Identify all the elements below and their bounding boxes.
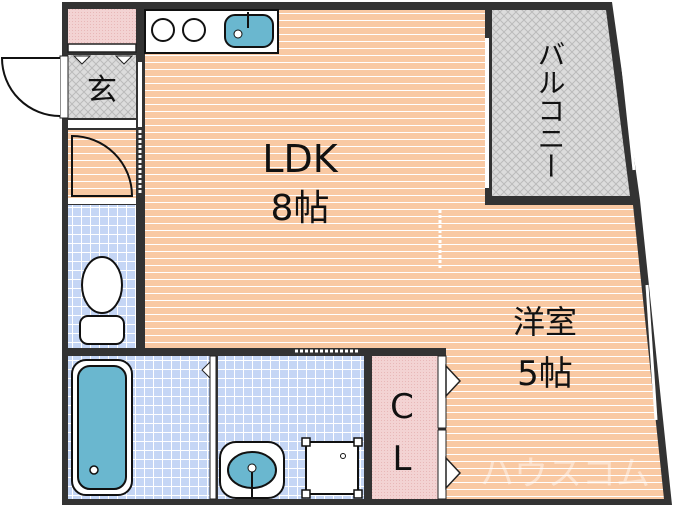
washbasin-icon	[219, 441, 285, 499]
entrance-floor	[68, 55, 136, 118]
closet-label-l: L	[393, 439, 412, 479]
western-room-label: 洋室	[513, 303, 577, 341]
entrance-shoe-box-icon	[72, 55, 92, 65]
ldk-size: 8帖	[271, 188, 330, 229]
closet-door-icon	[445, 364, 462, 398]
entry-door-icon	[0, 57, 61, 117]
closet-floor	[372, 356, 438, 499]
entrance-label: 玄	[87, 73, 117, 108]
kitchen-sink-icon	[224, 12, 274, 48]
western-room-size: 5帖	[517, 354, 573, 394]
window	[645, 284, 658, 421]
washing-machine-icon	[301, 437, 363, 499]
storage-floor	[68, 130, 136, 198]
stove-burner-icon	[151, 18, 206, 42]
closet-label-c: C	[390, 387, 414, 427]
toilet-icon	[79, 256, 125, 345]
ldk-label: LDK	[262, 137, 338, 181]
balcony-label: バルコニー	[534, 40, 567, 180]
watermark: ハウスコム	[480, 454, 650, 494]
entrance-floor-upper	[68, 9, 136, 44]
door-swing-icon	[71, 134, 134, 197]
balcony-floor	[492, 10, 630, 196]
western-room-floor	[446, 205, 664, 499]
ldk-floor	[145, 10, 485, 348]
